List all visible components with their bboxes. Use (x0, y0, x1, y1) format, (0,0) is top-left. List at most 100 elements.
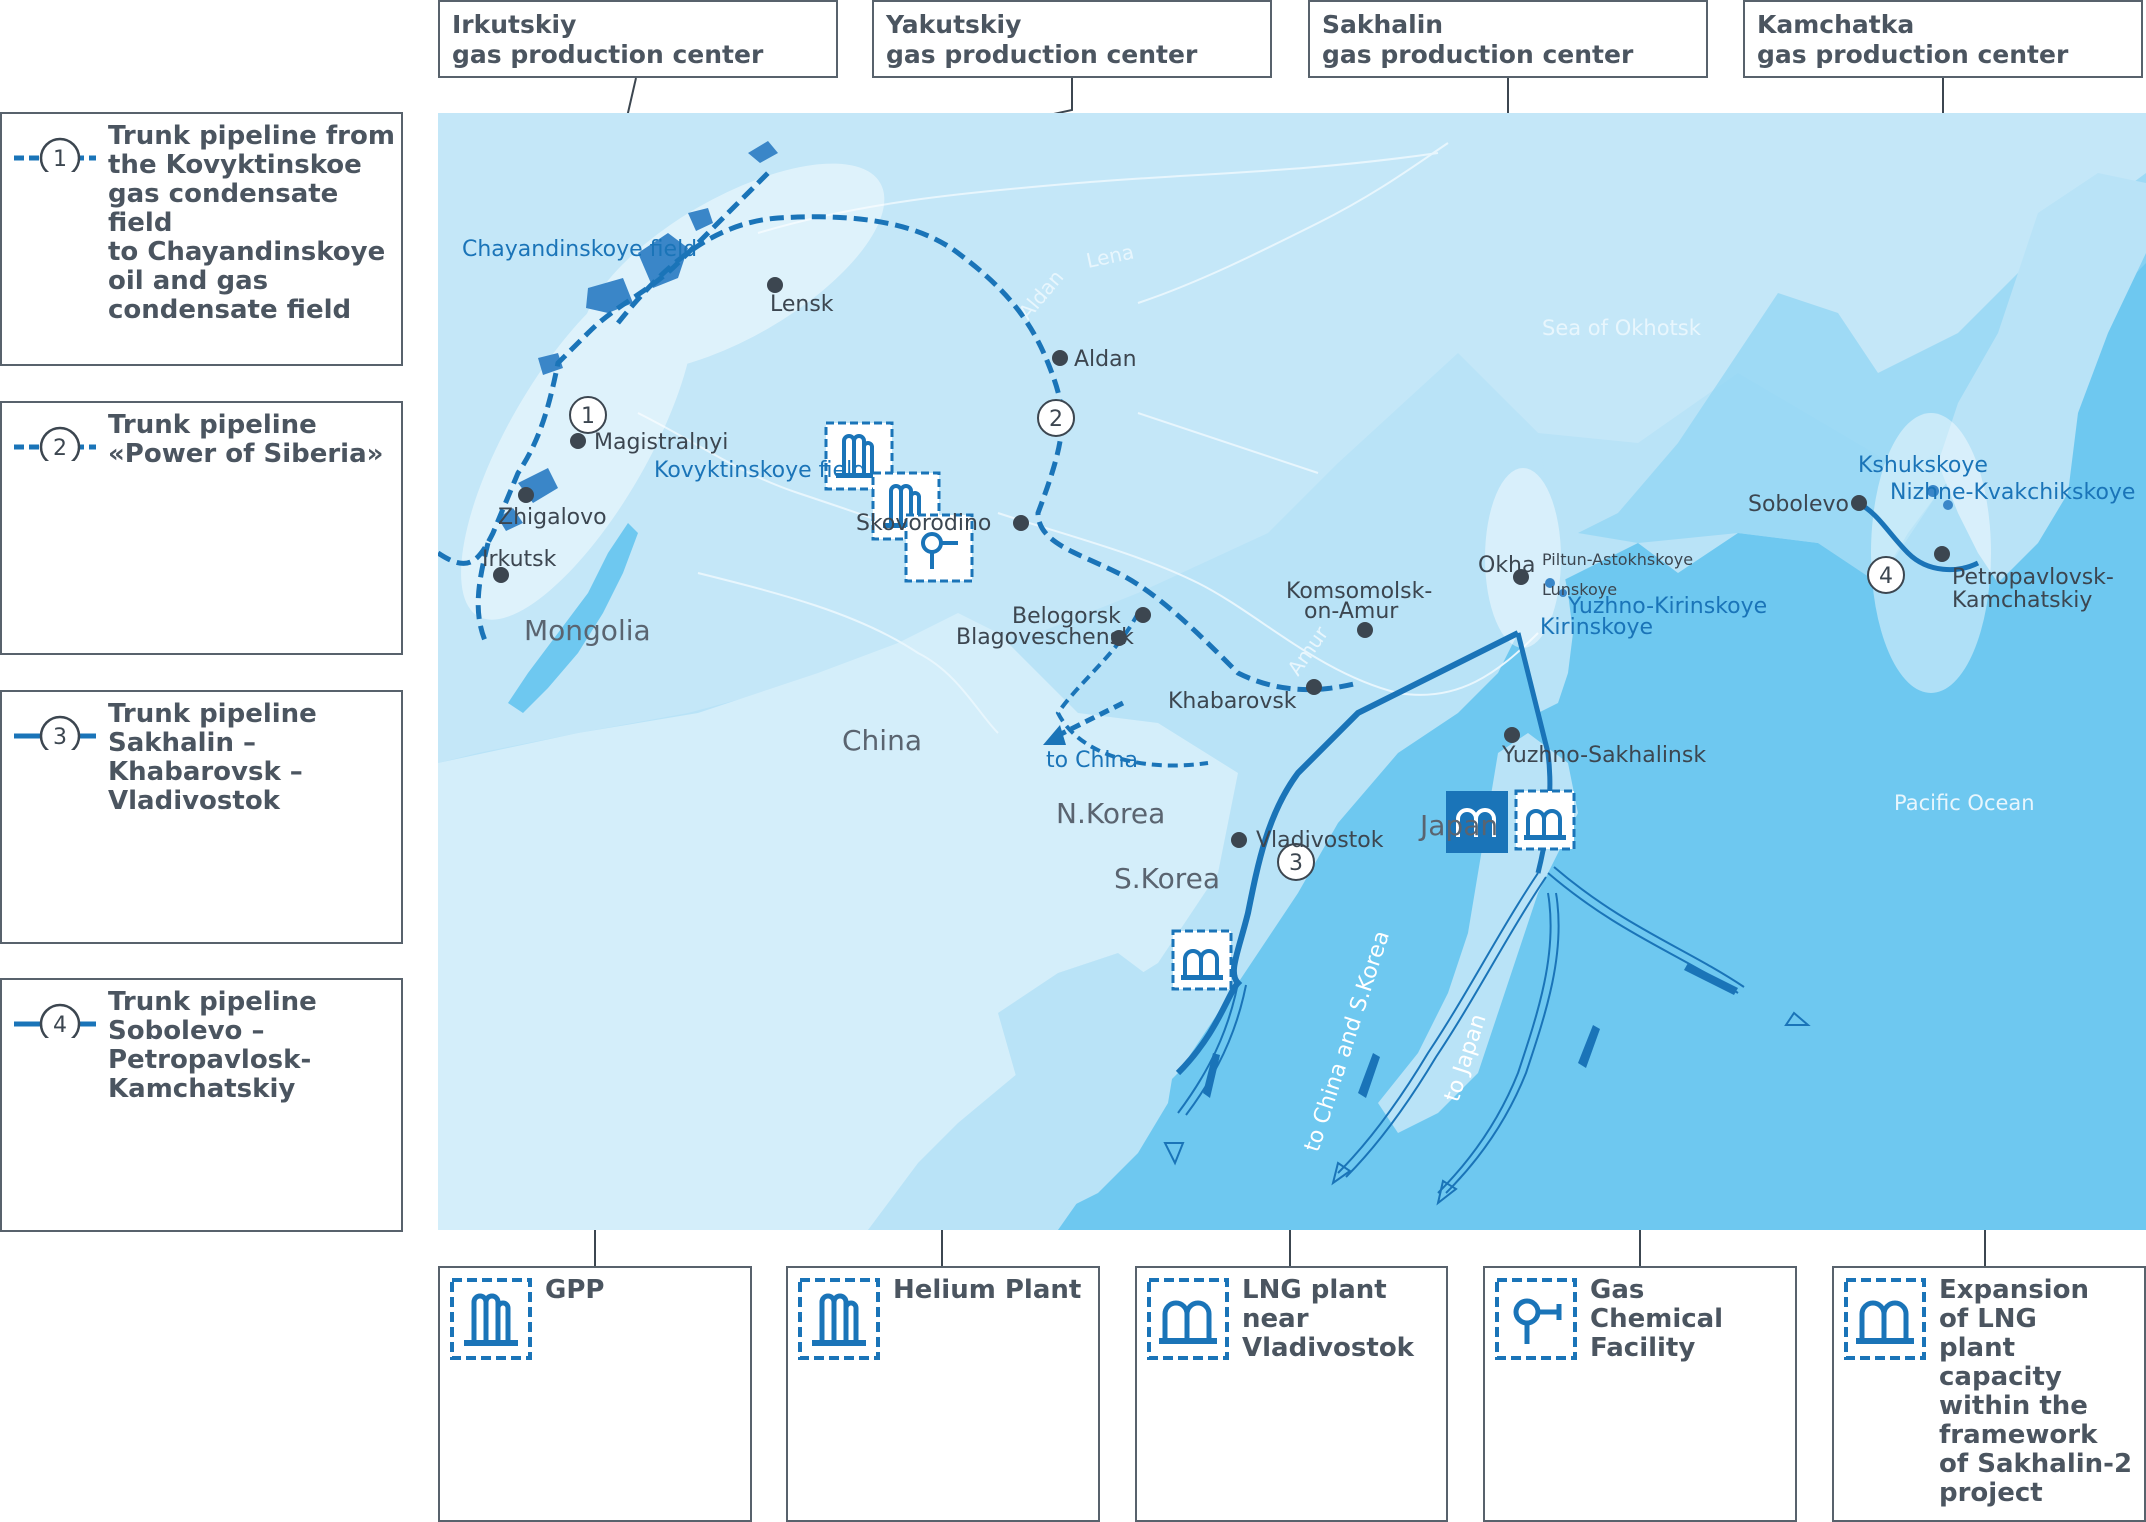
svg-text:1: 1 (53, 147, 67, 172)
facility-label: Helium Plant (893, 1275, 1082, 1305)
svg-text:Irkutsk: Irkutsk (482, 547, 557, 572)
pipeline-1-branch (475, 542, 491, 644)
pipeline-number-2: 2 (1037, 399, 1075, 437)
svg-text:1: 1 (581, 404, 595, 429)
svg-text:on-Amur: on-Amur (1304, 599, 1399, 624)
center-subtitle: gas production center (452, 40, 764, 69)
map-kamchatka (1938, 173, 2146, 583)
production-center-areas (461, 163, 1991, 693)
svg-text:2: 2 (53, 436, 67, 461)
legend-label: Trunk pipeline«Power of Siberia» (108, 410, 384, 469)
svg-text:Pacific Ocean: Pacific Ocean (1894, 791, 2035, 815)
pipeline-number-1: 1 (569, 396, 607, 434)
map-sakhalin (1498, 413, 1573, 713)
center-subtitle: gas production center (1757, 40, 2069, 69)
pipeline-2-route (616, 214, 1359, 693)
pipeline-2-china-branch (1055, 612, 1209, 768)
pipeline-number-4: 4 (1867, 556, 1905, 594)
svg-text:Lensk: Lensk (770, 292, 834, 317)
pipeline-3-symbol: 3 (14, 715, 96, 750)
svg-text:Kirinskoye: Kirinskoye (1540, 615, 1653, 640)
tanker-ships (1203, 963, 1738, 1098)
svg-text:China: China (842, 724, 922, 757)
pipeline-number-markers: 1 2 3 4 (569, 396, 1905, 881)
facility-label: GPP (545, 1275, 605, 1305)
svg-text:4: 4 (1879, 564, 1893, 589)
pipeline-number-3: 3 (1277, 843, 1315, 881)
pipeline-1-route (438, 171, 770, 566)
svg-text:Kshukskoye: Kshukskoye (1858, 453, 1988, 478)
svg-text:4: 4 (53, 1013, 67, 1038)
gas-fields (498, 141, 1953, 597)
field-labels: Chayandinskoye field Kovyktinskoye field… (462, 237, 2135, 640)
facility-helium: Helium Plant (786, 1266, 1100, 1522)
route-arrowheads (1163, 1011, 1811, 1206)
pipeline-3-route (1175, 630, 1520, 1076)
svg-text:Mongolia: Mongolia (524, 614, 651, 647)
map-russia-land (438, 113, 2146, 763)
to-china-arrowhead (1043, 725, 1066, 745)
gas-chemical-icon (1495, 1278, 1577, 1360)
lng-shipping-routes (1177, 866, 1745, 1194)
map-china-land (438, 613, 1238, 1230)
region-labels: Mongolia China N.Korea S.Korea Japan Sea… (524, 316, 2035, 895)
facility-gpp: GPP (438, 1266, 752, 1522)
center-subtitle: gas production center (1322, 40, 1634, 69)
svg-text:Piltun-Astokhskoye: Piltun-Astokhskoye (1542, 550, 1693, 569)
city-dots (493, 277, 1950, 848)
center-name: Kamchatka (1757, 10, 1915, 39)
map-korea (998, 953, 1178, 1213)
svg-text:Vladivostok: Vladivostok (1256, 828, 1384, 853)
svg-text:Sea of Okhotsk: Sea of Okhotsk (1542, 316, 1702, 340)
svg-text:3: 3 (1289, 851, 1303, 876)
svg-text:Skovorodino: Skovorodino (856, 511, 991, 536)
map-sea (1058, 243, 2146, 1230)
svg-text:S.Korea: S.Korea (1114, 862, 1220, 895)
svg-text:Japan: Japan (1418, 809, 1498, 842)
map: 1 2 3 4 Lensk Aldan Magistralnyi Zhigalo… (438, 113, 2146, 1230)
city-labels: Lensk Aldan Magistralnyi Zhigalovo Irkut… (482, 292, 2114, 853)
center-yakutskiy: Yakutskiy gas production center (872, 0, 1272, 78)
center-sakhalin: Sakhalin gas production center (1308, 0, 1708, 78)
svg-text:Okha: Okha (1478, 553, 1535, 578)
svg-text:Khabarovsk: Khabarovsk (1168, 689, 1297, 714)
svg-text:Sobolevo: Sobolevo (1748, 492, 1849, 517)
map-sea-shallow (1578, 173, 2146, 583)
facility-markers (824, 421, 1576, 991)
svg-text:Lunskoye: Lunskoye (1542, 580, 1617, 599)
svg-text:Petropavlovsk-: Petropavlovsk- (1952, 565, 2114, 590)
center-irkutskiy: Irkutskiy gas production center (438, 0, 838, 78)
pipeline-2-symbol: 2 (14, 426, 96, 461)
svg-text:Kamchatskiy: Kamchatskiy (1952, 588, 2092, 613)
svg-text:Belogorsk: Belogorsk (1012, 604, 1121, 629)
svg-text:N.Korea: N.Korea (1056, 797, 1165, 830)
pipeline-4-route (1856, 500, 1980, 573)
center-kamchatka: Kamchatka gas production center (1743, 0, 2143, 78)
svg-text:Komsomolsk-: Komsomolsk- (1286, 579, 1432, 604)
lng-expansion-icon (1844, 1278, 1926, 1360)
gpp-icon (450, 1278, 532, 1360)
svg-text:Yuzhno-Kirinskoye: Yuzhno-Kirinskoye (1567, 594, 1767, 619)
svg-text:Magistralnyi: Magistralnyi (594, 430, 728, 455)
pipeline-1-symbol: 1 (14, 137, 96, 172)
svg-text:Nizhne-Kvakchikskoye: Nizhne-Kvakchikskoye (1890, 480, 2135, 505)
pipeline-4-symbol: 4 (14, 1003, 96, 1038)
map-lake-baikal (508, 523, 638, 713)
center-name: Irkutskiy (452, 10, 577, 39)
to-china-arrow (1051, 700, 1125, 741)
center-subtitle: gas production center (886, 40, 1198, 69)
svg-text:Yuzhno-Sakhalinsk: Yuzhno-Sakhalinsk (1501, 743, 1706, 768)
svg-text:Kovyktinskoye field: Kovyktinskoye field (654, 458, 866, 483)
svg-text:Aldan: Aldan (1074, 347, 1137, 372)
svg-text:3: 3 (53, 725, 67, 750)
